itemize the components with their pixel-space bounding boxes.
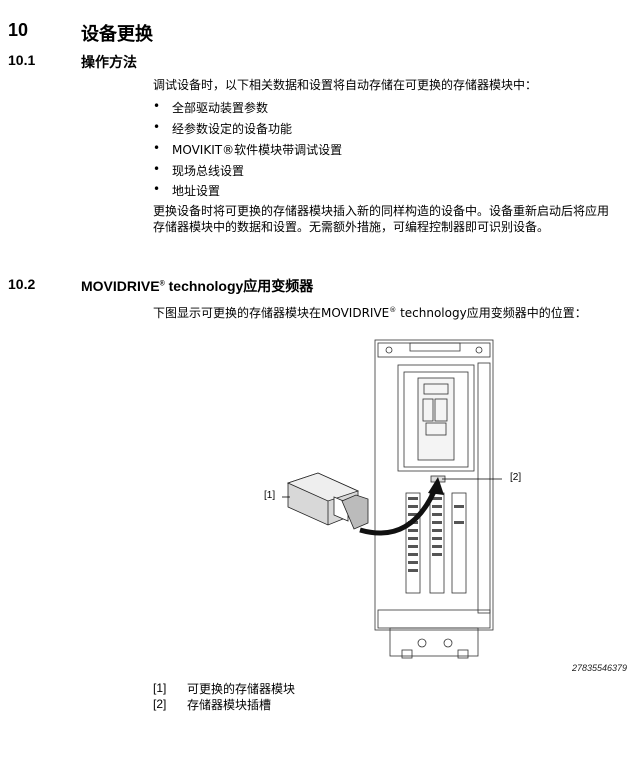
callout-2: [2] bbox=[510, 472, 522, 483]
bullet-marker: • bbox=[153, 120, 161, 134]
section-1-paragraph-line-1: 更换设备时将可更换的存储器模块插入新的同样构造的设备中。设备重新启动后将应用 bbox=[153, 204, 610, 218]
bullet-marker: • bbox=[153, 162, 161, 176]
registered-mark: ® bbox=[159, 280, 165, 288]
desc-part-2: technology应用变频器中的位置： bbox=[396, 306, 587, 320]
section-1-title: 操作方法 bbox=[81, 55, 137, 71]
legend-text: 可更换的存储器模块 bbox=[187, 682, 296, 696]
section-2-title-brand: MOVIDRIVE bbox=[81, 278, 160, 294]
legend-number: [2] bbox=[153, 697, 167, 711]
figure-id: 27835546379 bbox=[572, 663, 628, 673]
legend-number: [1] bbox=[153, 681, 167, 695]
list-item: 经参数设定的设备功能 bbox=[172, 122, 293, 136]
bullet-marker: • bbox=[153, 99, 161, 113]
section-1-number: 10.1 bbox=[8, 52, 36, 68]
inverter-housing bbox=[374, 339, 494, 631]
section-1-intro: 调试设备时，以下相关数据和设置将自动存储在可更换的存储器模块中： bbox=[153, 78, 538, 92]
section-2-description: 下图显示可更换的存储器模块在MOVIDRIVE® technology应用变频器… bbox=[153, 300, 587, 323]
list-item: 全部驱动装置参数 bbox=[172, 101, 269, 115]
list-item: 地址设置 bbox=[172, 184, 221, 198]
chapter-number: 10 bbox=[8, 20, 29, 40]
device-diagram bbox=[282, 339, 502, 659]
section-2-title: MOVIDRIVE® technology应用变频器 bbox=[81, 276, 313, 296]
memory-module bbox=[286, 472, 369, 530]
chapter-title: 设备更换 bbox=[81, 24, 153, 45]
front-panel bbox=[397, 364, 475, 472]
registered-mark: ® bbox=[389, 306, 397, 314]
list-item: MOVIKIT®软件模块带调试设置 bbox=[172, 143, 343, 157]
insertion-arrow bbox=[359, 486, 439, 536]
bullet-marker: • bbox=[153, 182, 161, 196]
section-1-paragraph-line-2: 存储器模块中的数据和设置。无需额外措施，可编程控制器即可识别设备。 bbox=[153, 220, 550, 234]
list-item: 现场总线设置 bbox=[172, 164, 245, 178]
section-2-title-rest: technology应用变频器 bbox=[164, 278, 314, 294]
section-2-number: 10.2 bbox=[8, 276, 36, 292]
desc-part-1: 下图显示可更换的存储器模块在MOVIDRIVE bbox=[153, 306, 390, 320]
bullet-marker: • bbox=[153, 141, 161, 155]
legend-text: 存储器模块插槽 bbox=[187, 698, 272, 712]
callout-1: [1] bbox=[264, 490, 276, 501]
